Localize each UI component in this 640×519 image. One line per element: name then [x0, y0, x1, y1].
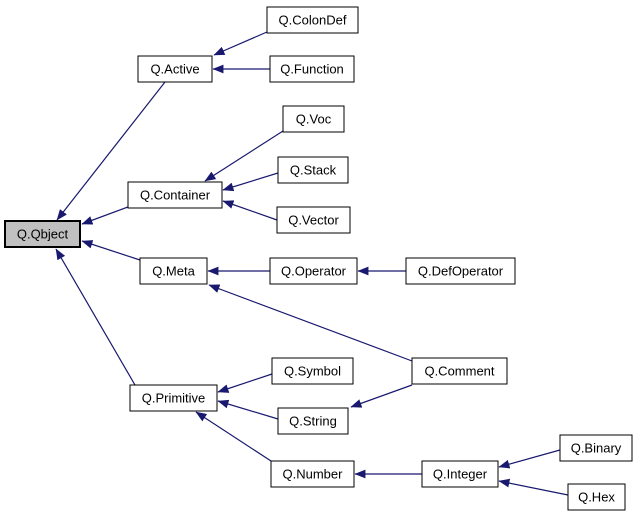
- class-node-q-symbol[interactable]: Q.Symbol: [271, 357, 354, 385]
- class-node-q-primitive[interactable]: Q.Primitive: [129, 384, 218, 412]
- nodes-layer: Q.Qbject Q.Active Q.ColonDefQ.FunctionQ.Co…: [4, 6, 633, 511]
- inheritance-edge-q-stack-to-q-container: [222, 172, 279, 192]
- class-node-q-operator[interactable]: Q.Operator: [269, 257, 358, 285]
- inheritance-edge-q-binary-to-q-integer: [498, 449, 561, 469]
- class-node-q-vector[interactable]: Q.Vector: [276, 206, 351, 234]
- class-node-label-q-container: Q.Container: [140, 188, 211, 203]
- class-node-box-q-function[interactable]: [269, 55, 355, 83]
- class-node-q-hex[interactable]: Q.Hex: [567, 483, 626, 511]
- class-node-box-q-binary[interactable]: [559, 434, 633, 462]
- class-node-q-defoperator[interactable]: Q.DefOperator: [405, 257, 516, 285]
- class-node-label-q-vector: Q.Vector: [288, 213, 339, 228]
- class-node-label-q-qbject: Q.Qbject: [17, 227, 69, 242]
- class-node-box-q-voc[interactable]: [282, 105, 345, 133]
- class-node-q-meta[interactable]: Q.Meta: [139, 257, 208, 285]
- class-node-box-q-vector[interactable]: [276, 206, 351, 234]
- class-node-label-q-colondef: Q.ColonDef: [279, 13, 347, 28]
- class-node-q-comment[interactable]: Q.Comment: [411, 357, 508, 385]
- inheritance-edge-q-comment-to-q-meta: [208, 284, 413, 362]
- inheritance-edge-q-colondef-to-q-active: [213, 31, 268, 56]
- class-node-label-q-operator: Q.Operator: [281, 264, 347, 279]
- class-node-box-q-primitive[interactable]: [129, 384, 218, 412]
- class-node-label-q-function: Q.Function: [280, 62, 344, 77]
- class-node-box-q-active[interactable]: [137, 55, 213, 83]
- inheritance-edge-q-primitive-to-q-qbject: [55, 248, 136, 386]
- class-node-box-q-operator[interactable]: [269, 257, 358, 285]
- edges-layer: [55, 31, 569, 496]
- class-node-box-q-colondef[interactable]: [266, 6, 359, 34]
- class-node-q-container[interactable]: Q.Container: [127, 181, 223, 209]
- inheritance-edge-q-vector-to-q-container: [222, 200, 278, 221]
- class-node-label-q-defoperator: Q.DefOperator: [418, 264, 504, 279]
- inheritance-edge-q-voc-to-q-container: [204, 130, 284, 182]
- class-node-box-q-stack[interactable]: [277, 156, 349, 184]
- class-node-label-q-primitive: Q.Primitive: [142, 391, 206, 406]
- class-node-q-string[interactable]: Q.String: [277, 407, 349, 435]
- inheritance-edge-q-comment-to-q-string: [350, 384, 413, 408]
- inheritance-edge-q-active-to-q-qbject: [56, 81, 166, 221]
- class-node-box-q-meta[interactable]: [139, 257, 208, 285]
- class-node-label-q-number: Q.Number: [283, 467, 344, 482]
- class-node-label-q-binary: Q.Binary: [571, 441, 622, 456]
- class-node-box-q-defoperator[interactable]: [405, 257, 516, 285]
- class-node-box-q-string[interactable]: [277, 407, 349, 435]
- inheritance-edge-q-symbol-to-q-primitive: [217, 373, 273, 393]
- class-node-box-q-comment[interactable]: [411, 357, 508, 385]
- class-node-q-stack[interactable]: Q.Stack: [277, 156, 349, 184]
- class-node-q-active[interactable]: Q.Active: [137, 55, 213, 83]
- class-node-box-q-number[interactable]: [270, 460, 355, 488]
- inheritance-edge-q-string-to-q-primitive: [217, 399, 279, 420]
- class-node-q-number[interactable]: Q.Number: [270, 460, 355, 488]
- class-node-box-q-integer[interactable]: [421, 460, 499, 488]
- class-node-label-q-stack: Q.Stack: [290, 163, 337, 178]
- class-node-q-integer[interactable]: Q.Integer: [421, 460, 499, 488]
- class-node-q-voc[interactable]: Q.Voc: [282, 105, 345, 133]
- inheritance-edge-q-hex-to-q-integer: [498, 478, 569, 496]
- class-node-label-q-hex: Q.Hex: [578, 490, 615, 505]
- class-node-box-q-hex[interactable]: [567, 483, 626, 511]
- class-node-box-q-qbject[interactable]: [4, 220, 81, 248]
- class-node-q-binary[interactable]: Q.Binary: [559, 434, 633, 462]
- class-node-label-q-comment: Q.Comment: [424, 364, 494, 379]
- class-node-label-q-active: Q.Active: [150, 62, 199, 77]
- class-node-label-q-integer: Q.Integer: [433, 467, 488, 482]
- inheritance-edge-q-meta-to-q-qbject: [81, 240, 141, 261]
- class-node-label-q-voc: Q.Voc: [296, 112, 332, 127]
- class-node-label-q-string: Q.String: [289, 414, 337, 429]
- class-node-label-q-symbol: Q.Symbol: [284, 364, 341, 379]
- inheritance-edge-q-container-to-q-qbject: [81, 206, 129, 225]
- class-node-q-qbject[interactable]: Q.Qbject: [4, 220, 81, 248]
- class-node-box-q-container[interactable]: [127, 181, 223, 209]
- inheritance-edge-q-number-to-q-primitive: [195, 411, 272, 462]
- class-node-q-colondef[interactable]: Q.ColonDef: [266, 6, 359, 34]
- class-node-q-function[interactable]: Q.Function: [269, 55, 355, 83]
- class-node-label-q-meta: Q.Meta: [152, 264, 195, 279]
- class-node-box-q-symbol[interactable]: [271, 357, 354, 385]
